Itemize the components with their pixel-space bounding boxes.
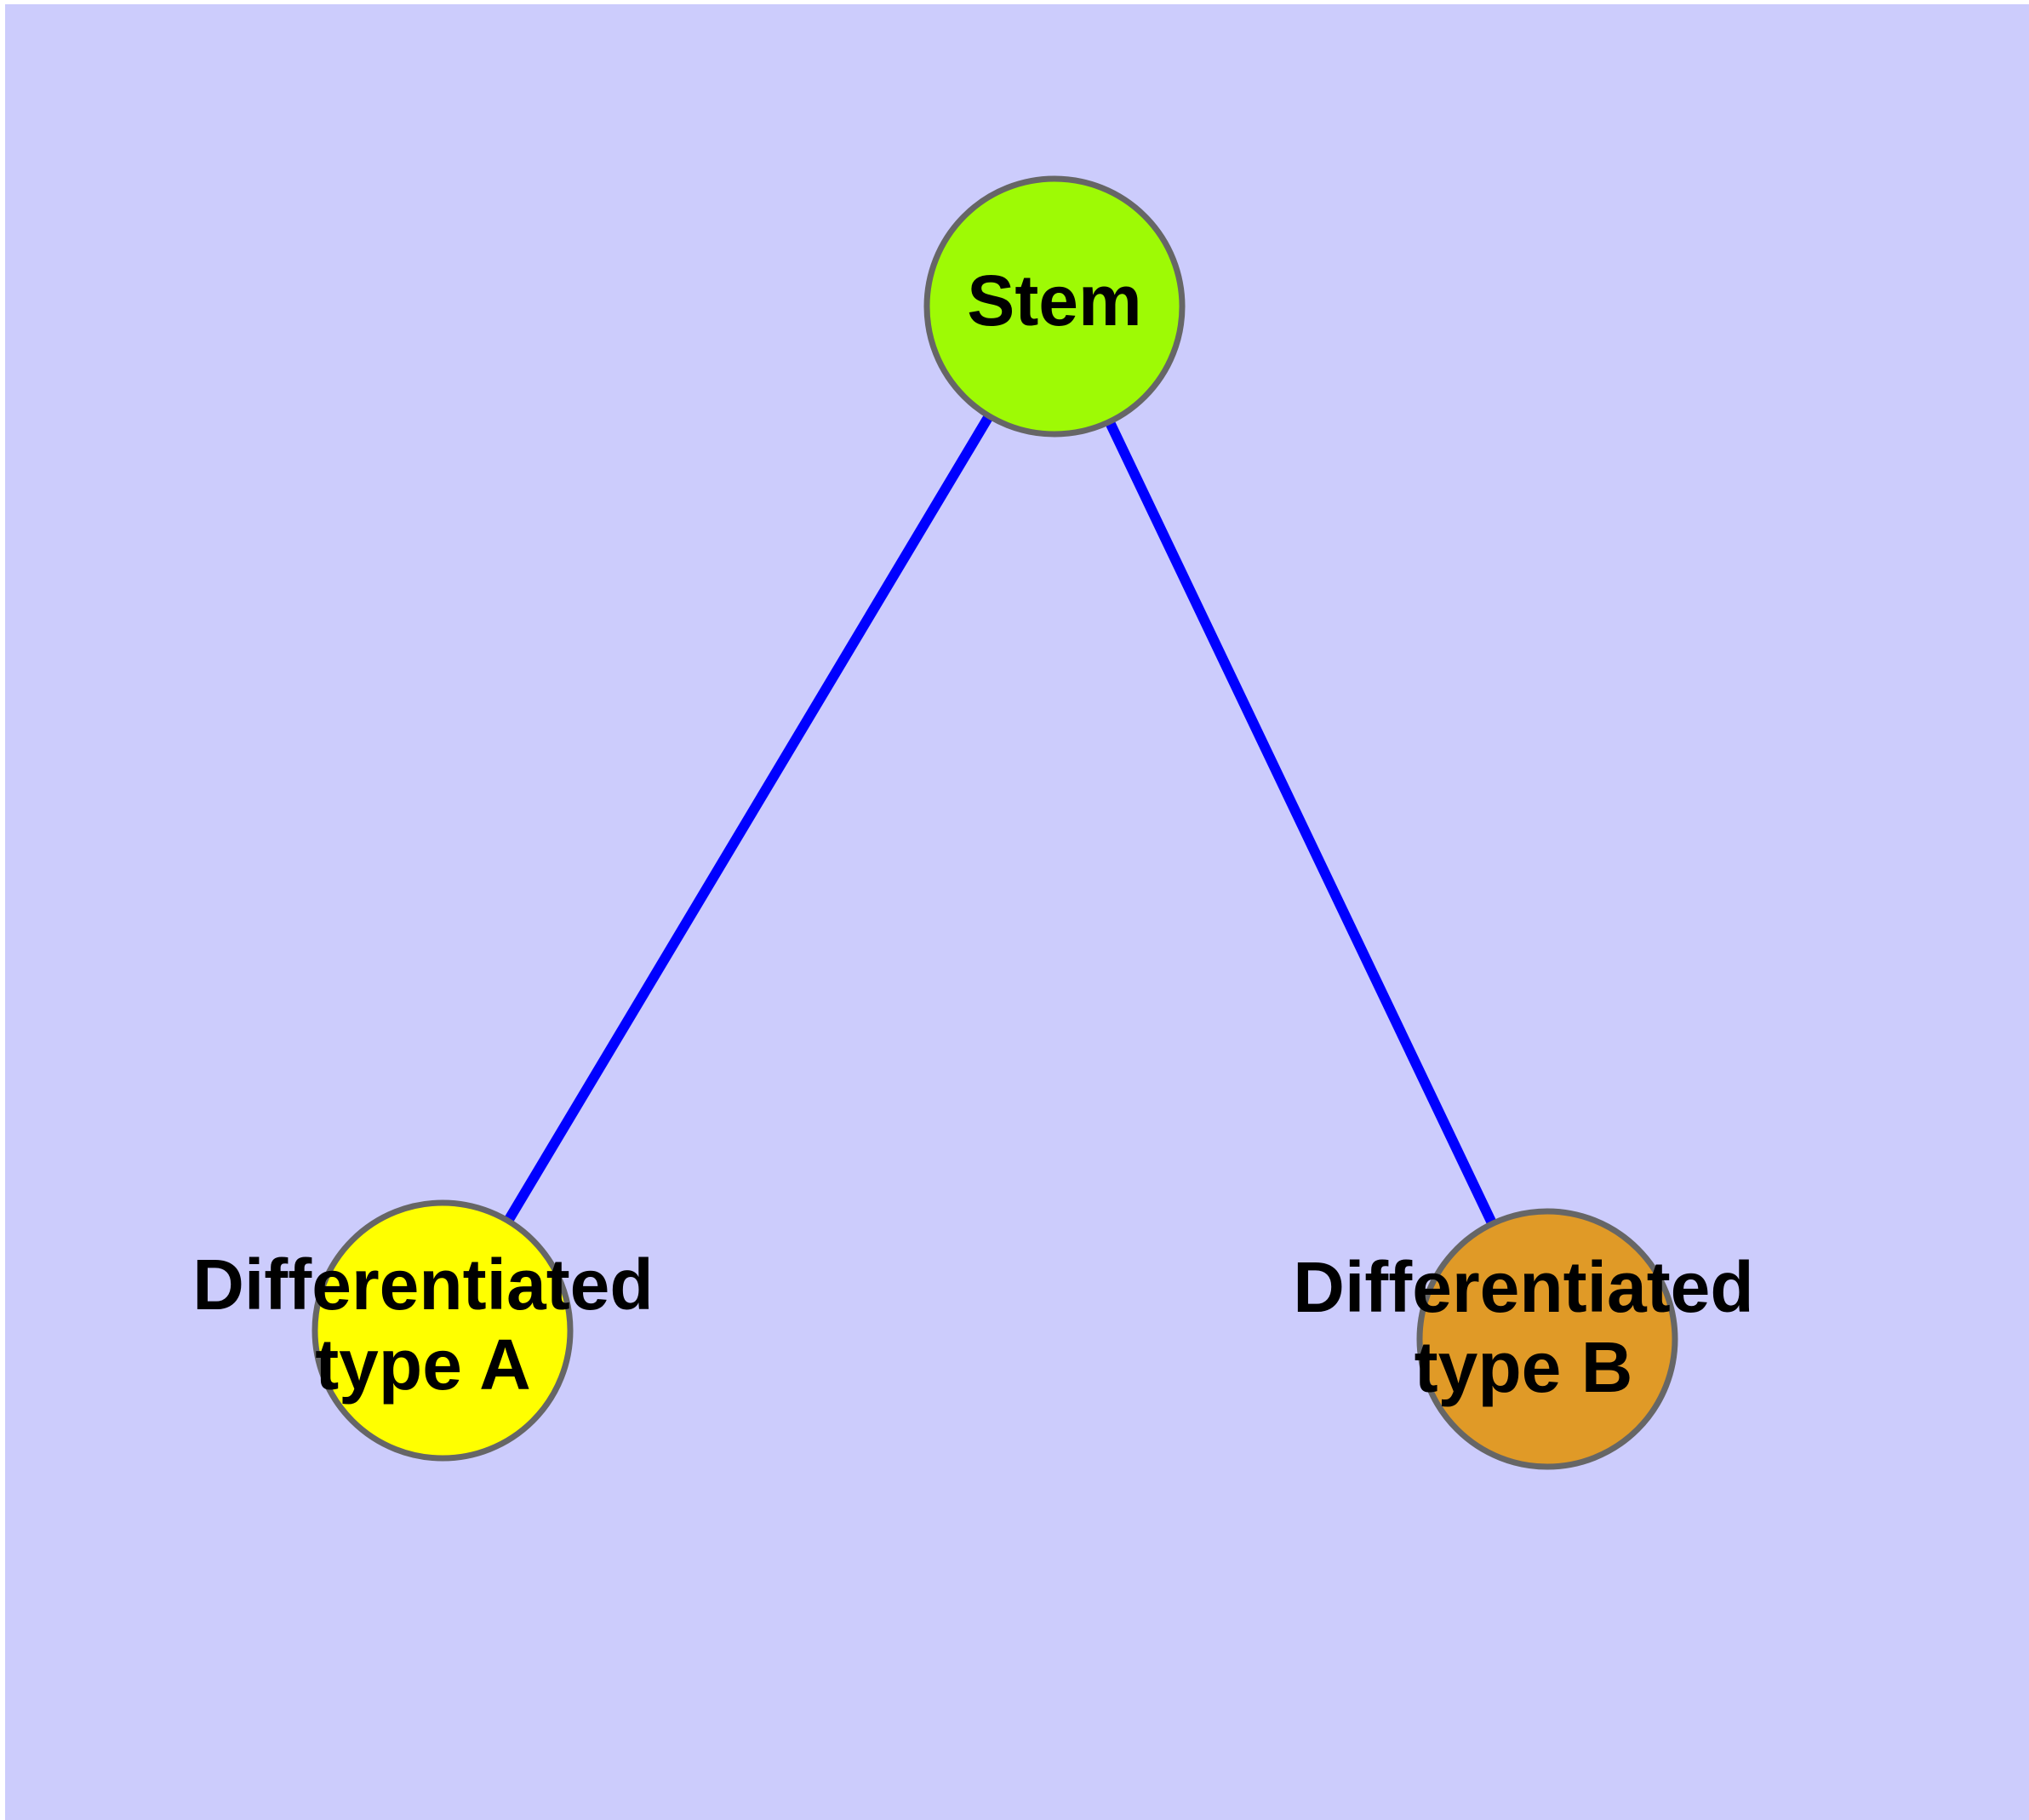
node-circle-diff_a[interactable] [311,1199,574,1462]
node-label-line: type B [1415,1327,1633,1407]
node-label-stem: Stem [967,260,1141,341]
node-label-line: Stem [967,260,1141,341]
node-label-line: Differentiated [192,1245,653,1325]
node-label-line: type A [315,1325,531,1405]
node-stem[interactable]: Stem [923,175,1186,438]
edge-stem-to-diff-b[interactable] [1106,421,1496,1225]
node-circle-diff_b[interactable] [1416,1208,1678,1470]
node-circle-stem[interactable] [923,175,1186,438]
node-label-line: Differentiated [1293,1247,1753,1327]
edge-stem-to-diff-a[interactable] [504,415,993,1222]
edges-layer [504,415,1496,1225]
